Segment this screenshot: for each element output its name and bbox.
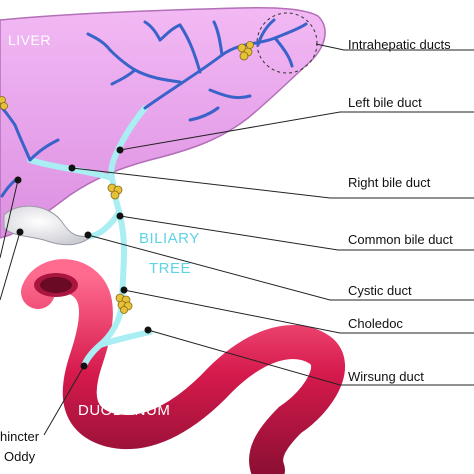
label-cystic-duct: Cystic duct [348,283,412,298]
label-common-bile-duct: Common bile duct [348,232,453,247]
label-wirsung-duct: Wirsung duct [348,369,424,384]
gallbladder [3,205,94,246]
gallstones [0,41,254,314]
label-sphincter-line2: Oddy [4,449,36,464]
leader-cystic [87,234,474,301]
label-right-bile-duct: Right bile duct [348,175,431,190]
intrahepatic-zoom-circle [256,12,318,74]
leader-left-1 [0,179,19,259]
leader-left-2 [0,231,21,301]
label-choledoc: Choledoc [348,316,403,331]
node-dots [14,146,152,370]
leader-wirsung [147,329,474,386]
leader-choledoc [123,289,474,334]
leader-intrahepatic [315,43,474,51]
leader-left-bile [119,111,474,151]
duodenum-label: DUODENUM [78,402,171,419]
liver-shape [0,7,326,239]
leader-common-bile [119,215,474,251]
duodenum [21,259,345,474]
label-intrahepatic-ducts: Intrahepatic ducts [348,37,451,52]
liver-label: LIVER [8,32,51,48]
label-left-bile-duct: Left bile duct [348,95,422,110]
leader-sphincter [43,365,85,436]
biliary-tree-label-line1: BILIARY [139,230,200,247]
biliary-tree-label-line2: TREE [149,260,192,277]
leader-right-bile [71,167,474,199]
label-sphincter-line1: hincter [0,429,40,444]
leader-lines [0,43,474,436]
